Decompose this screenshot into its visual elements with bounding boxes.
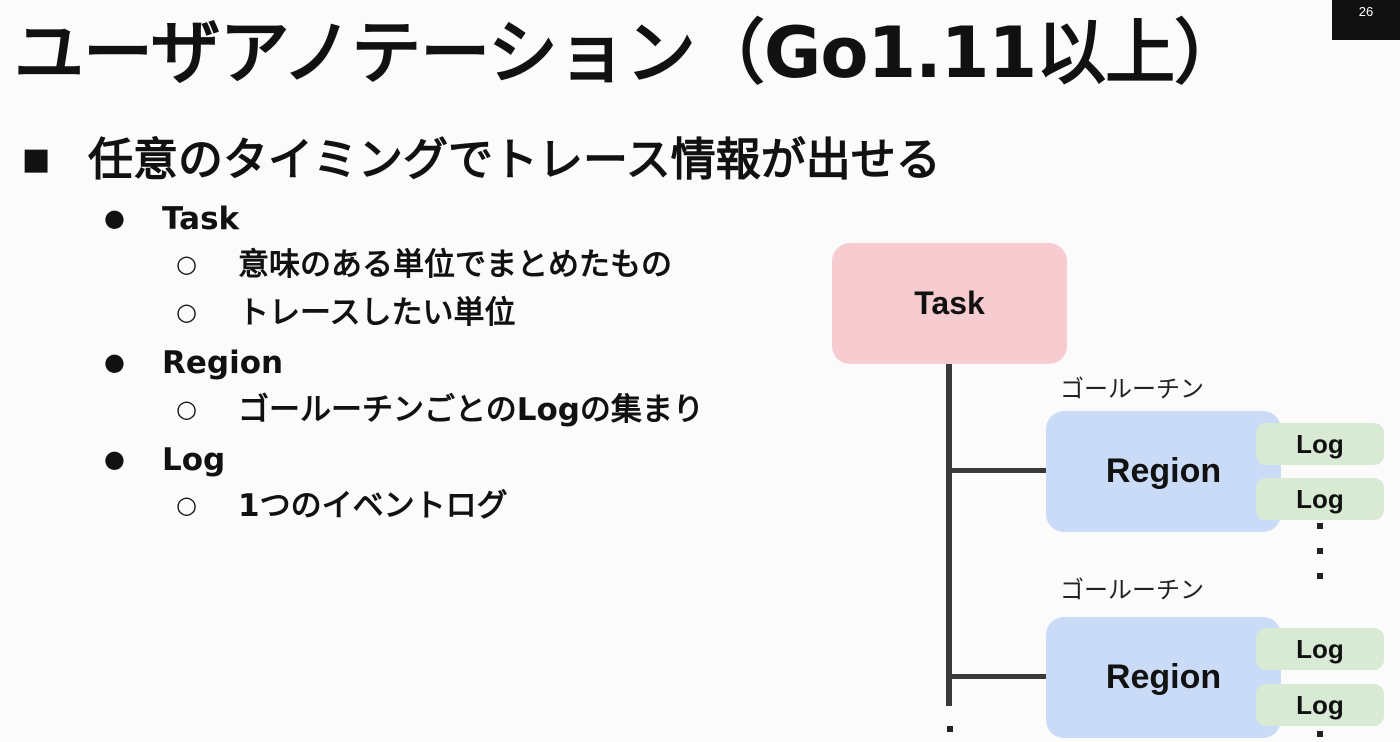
connector-trunk <box>946 364 952 706</box>
slide-title: ユーザアノテーション（Go1.11以上） <box>14 12 1244 94</box>
sub-bullet: ○ ゴールーチンごとのLogの集まり <box>176 387 704 432</box>
bullet-region: ● Region <box>104 340 283 385</box>
ellipsis-dot <box>1317 548 1323 554</box>
task-box: Task <box>832 243 1067 364</box>
region-box: Region <box>1046 617 1281 738</box>
bullet-task: ● Task <box>104 196 239 241</box>
log-box: Log <box>1256 684 1384 726</box>
disc-bullet-icon: ● <box>104 204 125 232</box>
ellipsis-dot <box>1317 731 1323 737</box>
sub-bullet-text: 意味のある単位でまとめたもの <box>238 247 672 283</box>
main-bullet: ■ 任意のタイミングでトレース情報が出せる <box>22 130 941 190</box>
sub-bullet-text: 1つのイベントログ <box>238 488 508 524</box>
disc-bullet-icon: ● <box>104 445 125 473</box>
ellipsis-dot <box>947 726 953 732</box>
log-box: Log <box>1256 628 1384 670</box>
sub-bullet: ○ 意味のある単位でまとめたもの <box>176 242 672 287</box>
bullet-log: ● Log <box>104 437 225 482</box>
page-number: 26 <box>1332 0 1400 40</box>
sub-bullet: ○ トレースしたい単位 <box>176 290 515 335</box>
sub-bullet-text: ゴールーチンごとのLogの集まり <box>238 392 704 428</box>
ellipsis-dot <box>1317 523 1323 529</box>
sub-bullet: ○ 1つのイベントログ <box>176 483 508 528</box>
goroutine-label: ゴールーチン <box>1060 576 1204 604</box>
circle-bullet-icon: ○ <box>176 250 197 278</box>
circle-bullet-icon: ○ <box>176 491 197 519</box>
square-bullet-icon: ■ <box>22 142 51 177</box>
circle-bullet-icon: ○ <box>176 298 197 326</box>
bullet-region-label: Region <box>162 345 284 381</box>
disc-bullet-icon: ● <box>104 348 125 376</box>
bullet-task-label: Task <box>162 201 240 237</box>
circle-bullet-icon: ○ <box>176 395 197 423</box>
bullet-log-label: Log <box>162 442 226 478</box>
log-box: Log <box>1256 478 1384 520</box>
goroutine-label: ゴールーチン <box>1060 375 1204 403</box>
main-bullet-text: 任意のタイミングでトレース情報が出せる <box>88 133 941 186</box>
sub-bullet-text: トレースしたい単位 <box>238 295 516 331</box>
connector-branch <box>946 468 1048 473</box>
connector-branch <box>946 674 1048 679</box>
ellipsis-dot <box>1317 573 1323 579</box>
log-box: Log <box>1256 423 1384 465</box>
region-box: Region <box>1046 411 1281 532</box>
